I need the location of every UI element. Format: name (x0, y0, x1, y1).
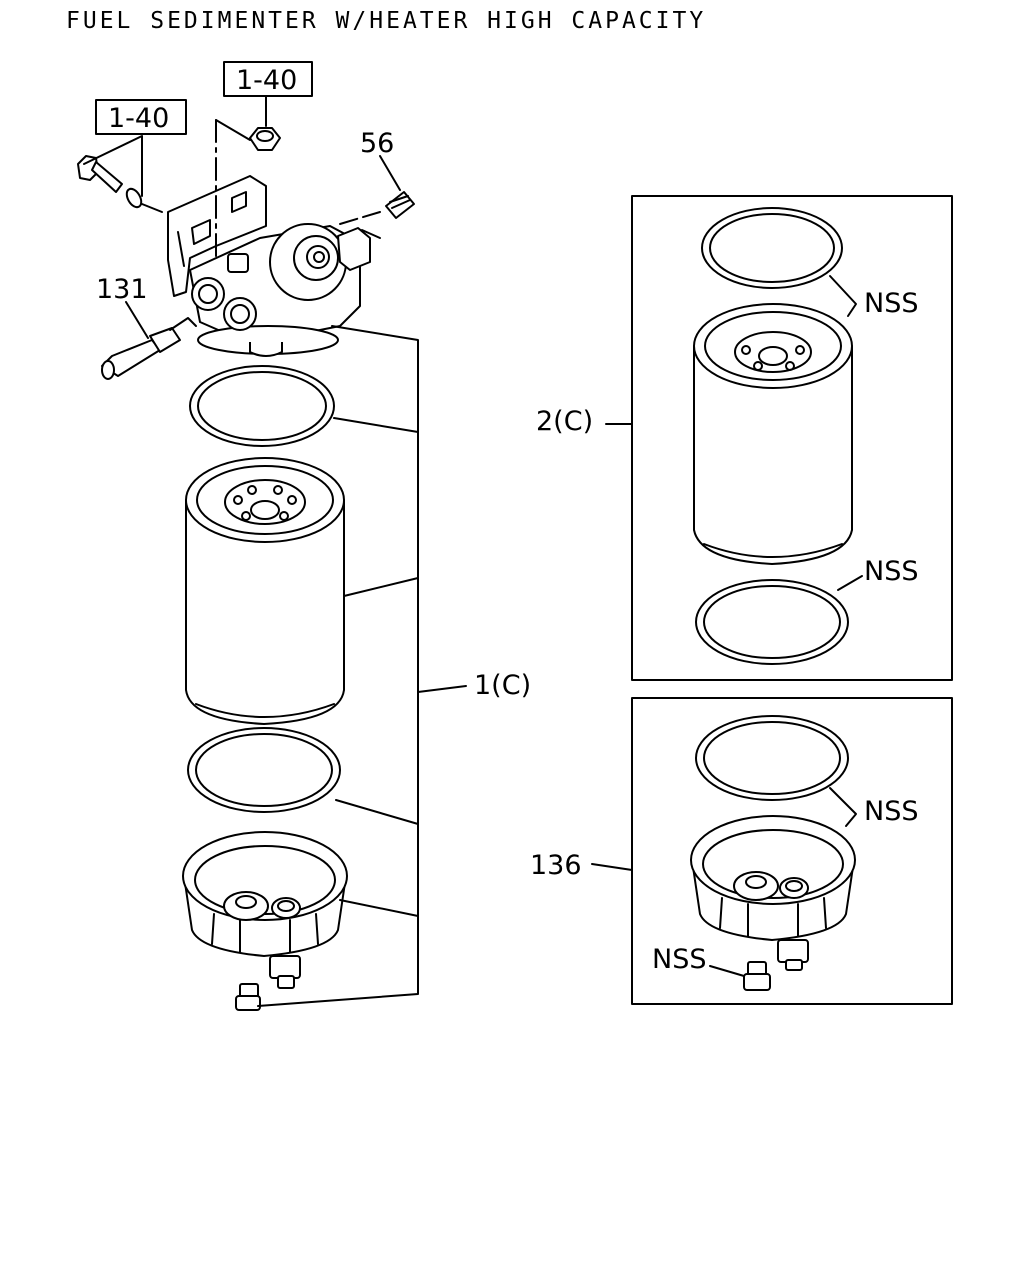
kit-136-drain-plug (743, 961, 771, 991)
leader-part-136 (591, 863, 633, 871)
bolt-and-washer (77, 155, 163, 213)
kit-2-o-ring-bottom (695, 579, 849, 665)
kit-2-filter-element (693, 303, 853, 565)
kit-136-o-ring (695, 715, 849, 801)
drain-plug (235, 983, 261, 1011)
label-part-56: 56 (360, 128, 394, 159)
sediment-bowl (182, 831, 348, 989)
ref-box-upper (223, 61, 313, 97)
plug-56 (339, 191, 415, 239)
label-ref-upper: 1-40 (236, 65, 297, 96)
fitting-131 (101, 317, 197, 380)
ref-box-left (95, 99, 187, 135)
leader-nss-d (709, 965, 745, 977)
filter-head-assembly (167, 175, 371, 357)
label-nss-c: NSS (864, 796, 918, 827)
leader-nss-a (829, 275, 857, 317)
leader-nss-b (837, 575, 863, 591)
kit-136-frame (631, 697, 953, 1005)
leader-nss-c (829, 787, 857, 827)
label-ref-left: 1-40 (108, 103, 169, 134)
kit-2-frame (631, 195, 953, 681)
nut (249, 127, 281, 151)
label-part-131: 131 (96, 274, 148, 305)
kit-2-o-ring-top (701, 207, 843, 289)
label-nss-b: NSS (864, 556, 918, 587)
label-part-2: 2(C) (536, 406, 593, 437)
label-nss-a: NSS (864, 288, 918, 319)
leader-56 (379, 155, 401, 191)
o-ring-upper (189, 365, 335, 447)
leader-1-40-left (83, 135, 143, 197)
leader-131 (125, 301, 149, 339)
o-ring-lower (187, 727, 341, 813)
filter-element (185, 457, 345, 725)
label-part-1: 1(C) (474, 670, 531, 701)
kit-136-sediment-bowl (690, 815, 856, 971)
kit-1-bracket (257, 325, 467, 1007)
label-part-136: 136 (530, 850, 582, 881)
diagram-title: FUEL SEDIMENTER W/HEATER HIGH CAPACITY (66, 8, 706, 34)
label-nss-d: NSS (652, 944, 706, 975)
